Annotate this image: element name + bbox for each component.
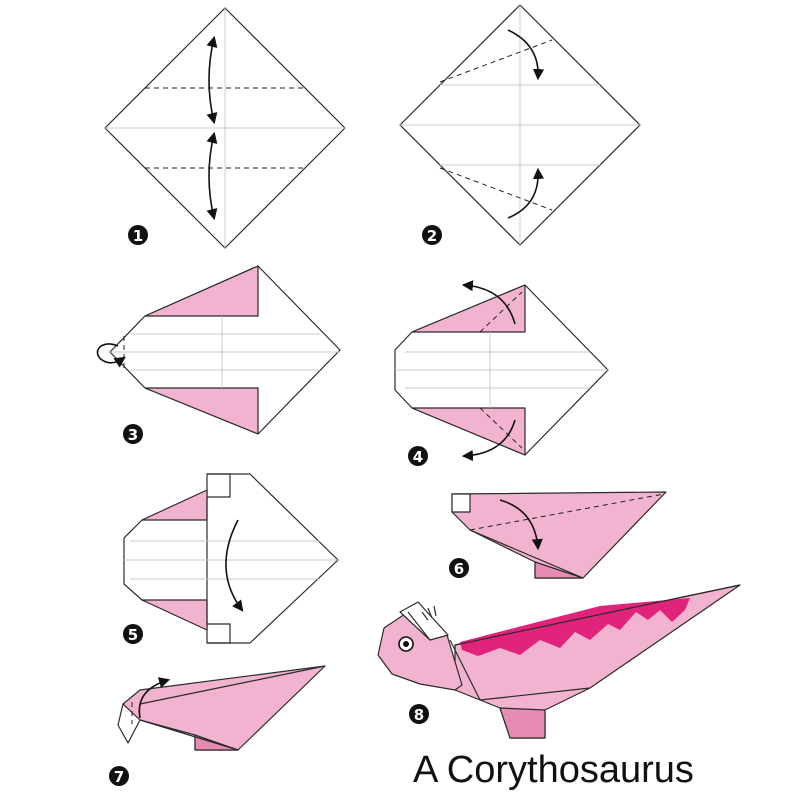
step-6-diagram [451,491,667,579]
svg-text:4: 4 [413,448,423,466]
step-4-badge: 4 [408,446,428,466]
step-6-badge: 6 [449,558,469,578]
step-7-badge: 7 [109,766,129,786]
svg-text:6: 6 [454,560,464,578]
step-3-badge: 3 [123,424,143,444]
diagram-title: A Corythosaurus [413,749,694,791]
step-3-diagram [96,265,341,435]
svg-text:2: 2 [427,227,437,245]
svg-text:7: 7 [114,768,124,786]
step-1-diagram [104,7,346,249]
step-7-diagram [117,665,326,751]
svg-text:8: 8 [414,706,424,724]
svg-text:5: 5 [128,626,138,644]
step-1-badge: 1 [128,225,148,245]
step-5-diagram [123,473,339,644]
svg-text:1: 1 [133,227,143,245]
step-8-badge: 8 [409,704,429,724]
step-2-diagram [399,4,641,246]
step-8-corythosaurus [377,584,741,739]
step-4-diagram [394,280,609,462]
svg-text:3: 3 [128,426,138,444]
step-2-badge: 2 [422,225,442,245]
step-5-badge: 5 [123,624,143,644]
